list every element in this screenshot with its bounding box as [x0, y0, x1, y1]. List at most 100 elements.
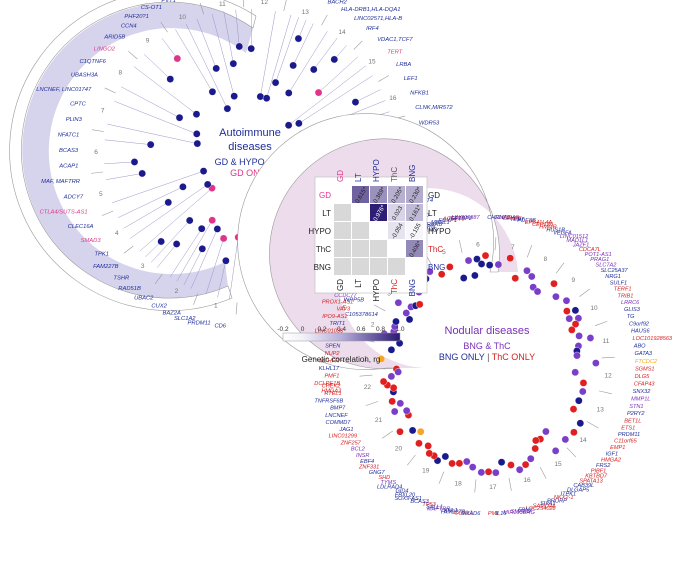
autoimmune-snp-stem	[118, 187, 183, 218]
autoimmune-snp-stem	[355, 90, 380, 103]
autoimmune-gene-label: VDAC1,TCF7	[377, 37, 413, 43]
nodular-chrom-label: 21	[375, 417, 383, 424]
autoimmune-chrom-divider	[102, 211, 113, 216]
nodular-gene-label: NRG1	[605, 274, 621, 280]
nodular-gene-label: GATA3	[635, 351, 653, 357]
nodular-gene-label: LRRC6	[621, 300, 640, 306]
autoimmune-gene-label: TSHR	[113, 275, 130, 281]
nodular-snp-point	[478, 469, 485, 476]
nodular-snp-point	[397, 400, 404, 407]
autoimmune-chrom-label: 8	[118, 69, 122, 76]
nodular-chrom-divider	[579, 289, 589, 297]
nodular-gene-label: JAG1	[339, 427, 354, 433]
nodular-snp-point	[534, 288, 541, 295]
autoimmune-gene-label: LRBA	[396, 62, 411, 68]
autoimmune-gene-label: LINC02571,HLA-B	[354, 16, 402, 22]
nodular-gene-label: STN1	[629, 404, 643, 410]
matrix-bottom-label: BNG	[408, 279, 417, 296]
autoimmune-snp-point	[209, 88, 216, 95]
autoimmune-chrom-label: 4	[115, 230, 119, 237]
matrix-right-label: BNG	[428, 263, 445, 272]
nodular-gene-label: ETS1	[621, 425, 635, 431]
autoimmune-snp-point	[257, 93, 264, 100]
autoimmune-snp-point	[231, 93, 238, 100]
nodular-snp-point	[469, 464, 476, 471]
nodular-snp-point	[562, 436, 569, 443]
autoimmune-gene-label: UBAC2	[134, 295, 154, 301]
autoimmune-snp-point	[331, 56, 338, 63]
autoimmune-snp-point	[352, 99, 359, 106]
autoimmune-chrom-label: 15	[368, 59, 376, 66]
matrix-lower-cell	[352, 258, 369, 275]
nodular-gene-label: HAUS6	[631, 329, 651, 335]
nodular-snp-point	[471, 272, 478, 279]
matrix-bottom-label: ThC	[390, 279, 399, 294]
nodular-snp-point	[391, 408, 398, 415]
autoimmune-gene-label: ACAP1	[58, 164, 78, 170]
nodular-snp-point	[542, 428, 549, 435]
autoimmune-chrom-label: 14	[338, 29, 346, 36]
matrix-lower-cell	[334, 258, 351, 275]
autoimmune-chrom-label: 3	[141, 263, 145, 270]
nodular-gene-label: MMP1L	[631, 397, 650, 403]
colorbar-tick-label: 0	[301, 326, 305, 333]
matrix-top-label: HYPO	[372, 159, 381, 182]
autoimmune-snp-point	[158, 238, 165, 245]
nodular-gene-label: CCDC77	[334, 293, 357, 299]
nodular-chrom-divider	[407, 455, 415, 465]
autoimmune-snp-point	[165, 199, 172, 206]
nodular-gene-label: C9orf92	[629, 321, 650, 327]
autoimmune-gene-label: IRF4	[366, 26, 379, 32]
autoimmune-gene-label: PHF20?1	[124, 14, 149, 20]
autoimmune-snp-stem	[104, 162, 134, 164]
nodular-snp-point	[388, 346, 395, 353]
matrix-right-label: LT	[428, 209, 437, 218]
nodular-gene-label: C11orf65	[614, 439, 637, 445]
nodular-chrom-divider	[509, 478, 511, 491]
nodular-chrom-label: 22	[364, 384, 372, 391]
matrix-left-label: GD	[319, 191, 331, 200]
autoimmune-snp-stem	[134, 66, 197, 114]
nodular-gene-label: IPO9-AS1	[322, 314, 347, 320]
nodular-snp-point	[448, 460, 455, 467]
autoimmune-gene-label: WDR53	[419, 120, 440, 126]
autoimmune-snp-stem	[170, 229, 202, 277]
nodular-snp-point	[532, 437, 539, 444]
nodular-gene-label: PRDM11	[618, 432, 640, 438]
nodular-snp-point	[492, 469, 499, 476]
autoimmune-snp-point	[230, 60, 237, 67]
nodular-gene-label: VAV3	[336, 307, 351, 313]
autoimmune-gene-label: PLIN3	[66, 117, 83, 123]
autoimmune-snp-point	[139, 170, 146, 177]
autoimmune-snp-point	[263, 95, 270, 102]
nodular-legend-bng-only: BNG ONLY	[439, 352, 485, 362]
autoimmune-chrom-divider	[236, 302, 237, 314]
nodular-chrom-label: 20	[395, 446, 403, 453]
nodular-gene-label: SULF1	[610, 280, 627, 286]
nodular-gene-label: LNCNEF	[325, 413, 348, 419]
autoimmune-snp-stem	[106, 173, 142, 179]
nodular-gene-label: LOC101928563	[633, 336, 673, 342]
autoimmune-gene-label: FAM227B	[93, 264, 118, 270]
nodular-circos: 12345678910111213141516171819202122 HMGA…	[238, 114, 673, 517]
autoimmune-chrom-divider	[124, 246, 133, 253]
nodular-snp-point	[460, 274, 467, 281]
nodular-snp-point	[389, 398, 396, 405]
nodular-chrom-label: 11	[603, 338, 610, 345]
nodular-snp-point	[552, 447, 559, 454]
autoimmune-chrom-label: 1	[214, 303, 218, 310]
matrix-lower-cell	[334, 204, 351, 221]
nodular-snp-point	[579, 388, 586, 395]
nodular-chrom-divider	[439, 472, 444, 484]
nodular-chrom-divider	[527, 245, 532, 257]
autoimmune-snp-stem	[112, 171, 203, 203]
autoimmune-snp-point	[220, 235, 227, 242]
matrix-top-label: BNG	[408, 165, 417, 182]
autoimmune-gene-label: LNCNEF, LINC01747	[36, 87, 92, 93]
matrix-left-label: ThC	[316, 245, 331, 254]
autoimmune-gene-label: ADCY7	[63, 195, 84, 201]
autoimmune-snp-point	[224, 105, 231, 112]
nodular-snp-point	[478, 260, 485, 267]
autoimmune-gene-label: CUX2	[151, 304, 167, 310]
nodular-snp-point	[568, 326, 575, 333]
